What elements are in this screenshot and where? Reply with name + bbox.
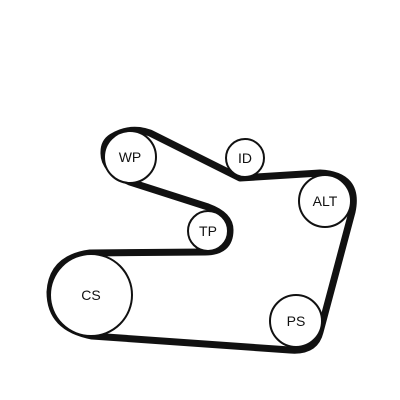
pulley-cs-circle bbox=[49, 253, 133, 337]
pulley-alt: ALT bbox=[298, 174, 352, 228]
pulley-id-circle bbox=[225, 138, 265, 178]
pulley-tp: TP bbox=[187, 210, 229, 252]
pulley-tp-label: TP bbox=[199, 223, 217, 239]
pulley-tp-circle bbox=[187, 210, 229, 252]
pulley-id-label: ID bbox=[238, 150, 252, 166]
pulley-cs: CS bbox=[49, 253, 133, 337]
pulley-wp: WP bbox=[103, 130, 157, 184]
pulley-id: ID bbox=[225, 138, 265, 178]
pulley-ps-circle bbox=[269, 294, 323, 348]
pulley-alt-label: ALT bbox=[313, 193, 338, 209]
pulley-alt-circle bbox=[298, 174, 352, 228]
pulley-ps-label: PS bbox=[287, 313, 306, 329]
pulley-wp-circle bbox=[103, 130, 157, 184]
pulley-wp-label: WP bbox=[119, 149, 142, 165]
pulley-ps: PS bbox=[269, 294, 323, 348]
pulley-cs-label: CS bbox=[81, 287, 100, 303]
